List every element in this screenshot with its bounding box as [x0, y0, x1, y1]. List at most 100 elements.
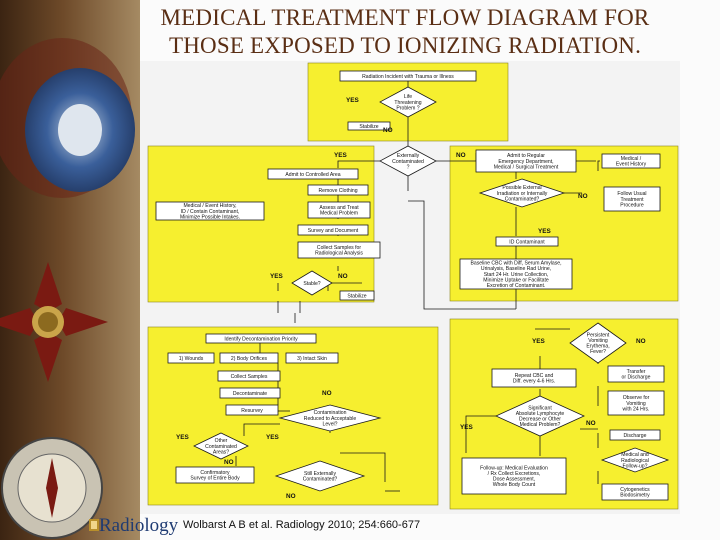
observe-vomiting-shape — [607, 390, 665, 416]
no-label: NO — [338, 273, 348, 280]
still-contaminated-label: Contaminated? — [303, 477, 338, 483]
confirmatory-shape — [175, 466, 255, 484]
contamination-reduced-label: Level? — [322, 421, 337, 427]
history-left-shape — [155, 201, 265, 221]
connector-line — [597, 160, 600, 171]
externally-contaminated-shape — [379, 145, 437, 177]
persistent-vomiting-label: Vomiting — [588, 338, 608, 344]
identify-priority-node: Identify Decontamination Priority — [205, 333, 317, 344]
title-line-2: THOSE EXPOSED TO IONIZING RADIATION. — [168, 33, 642, 58]
cross-medal — [0, 262, 108, 382]
other-areas-shape — [193, 432, 249, 460]
repeat-cbc-shape — [491, 368, 577, 388]
compass-decoration — [1, 437, 103, 539]
life-threatening-label: Life — [404, 94, 412, 100]
no-label: NO — [383, 127, 393, 134]
history-right-node: Medical /Event History — [601, 153, 661, 169]
baseline-label: Start 24 Hr. Urine Collection, — [484, 272, 549, 278]
connector-line — [243, 423, 280, 436]
med-rad-followup-label: Radiological — [621, 458, 649, 464]
collect-samples-rad-shape — [297, 241, 381, 259]
observe-vomiting-label: Observe for — [623, 395, 650, 401]
citation: Wolbarst A B et al. Radiology 2010; 254:… — [183, 519, 421, 531]
collect-samples-node: Collect Samples — [217, 370, 281, 382]
med-rad-followup-shape — [600, 447, 670, 473]
body-orifices-node: 2) Body Orifices — [219, 352, 279, 364]
significant-decrease-label: Significant — [528, 405, 552, 411]
followup-eval-shape — [461, 457, 567, 495]
intact-skin-node: 3) Intact Skin — [285, 352, 339, 364]
other-areas-label: Areas? — [213, 449, 229, 455]
yes-label: YES — [176, 434, 190, 441]
body-orifices-shape — [219, 352, 279, 364]
decontaminate-label: Decontaminate — [233, 391, 267, 397]
still-contaminated-label: Still Externally — [304, 471, 336, 477]
history-left-label: ID / Contain Contaminant, — [181, 209, 240, 215]
no-label: NO — [578, 193, 588, 200]
stabilize-mid-shape — [339, 290, 375, 301]
stabilize-mid-node: Stabilize — [339, 290, 375, 301]
possible-external-shape — [478, 178, 566, 208]
baseline-shape — [459, 258, 573, 290]
intact-skin-shape — [285, 352, 339, 364]
remove-clothing-label: Remove Clothing — [318, 188, 357, 194]
observe-vomiting-label: with 24 Hrs. — [623, 406, 650, 412]
med-rad-followup-label: Medical and — [621, 452, 649, 458]
med-rad-followup-label: Follow-up? — [623, 463, 648, 469]
resurvey-shape — [225, 404, 279, 416]
follow-usual-shape — [603, 186, 661, 212]
externally-contaminated-label: Contaminated — [392, 159, 424, 165]
id-contaminant-shape — [495, 236, 559, 247]
still-contaminated-shape — [274, 460, 366, 492]
baseline-label: Excretion of Contaminant. — [487, 283, 546, 289]
baseline-label: Urinalysis, Baseline Rad Urine, — [481, 266, 551, 272]
stabilize-top-node: Stabilize — [347, 121, 391, 131]
admit-regular-shape — [475, 149, 577, 173]
identify-priority-shape — [205, 333, 317, 344]
intact-skin-label: 3) Intact Skin — [297, 356, 327, 362]
life-threatening-label: Threatening — [394, 100, 421, 106]
yes-label: YES — [532, 338, 546, 345]
cytogenetics-shape — [601, 483, 669, 501]
discharge-shape — [609, 429, 661, 441]
incident-label: Radiation Incident with Trauma or Illnes… — [362, 74, 454, 80]
remove-clothing-node: Remove Clothing — [307, 184, 369, 196]
admit-controlled-node: Admit to Controlled Area — [267, 168, 359, 180]
follow-usual-label: Follow Usual — [617, 191, 646, 197]
yes-label: YES — [460, 424, 474, 431]
discharge-node: Discharge — [609, 429, 661, 441]
observe-vomiting-label: Vomiting — [626, 401, 646, 407]
no-label: NO — [636, 338, 646, 345]
confirmatory-label: Confirmatory — [200, 470, 230, 476]
no-label: NO — [586, 420, 596, 427]
admit-regular-label: Medical / Surgical Treatment — [494, 164, 559, 170]
history-right-label: Medical / — [621, 156, 642, 162]
transfer-label: or Discharge — [622, 375, 651, 381]
other-areas-label: Contaminated — [205, 444, 237, 450]
survey-document-node: Survey and Document — [297, 224, 369, 236]
stabilize-top-label: Stabilize — [359, 124, 378, 130]
ribbon-rosette — [0, 38, 135, 198]
contamination-reduced-shape — [278, 404, 382, 432]
history-left-label: Minimize Possible Intakes. — [180, 214, 240, 220]
history-left-label: Medical / Event History, — [183, 203, 236, 209]
nodes-layer: Radiation Incident with Trauma or Illnes… — [155, 70, 670, 501]
connector-line — [337, 160, 380, 168]
persistent-vomiting-label: Fever? — [590, 349, 606, 355]
followup-eval-label: Dose Assessment, — [493, 477, 535, 483]
admit-controlled-shape — [267, 168, 359, 180]
decontaminate-shape — [219, 387, 281, 399]
decontaminate-node: Decontaminate — [219, 387, 281, 399]
baseline-node: Baseline CBC with Diff, Serum Amylase,Ur… — [459, 258, 573, 290]
yes-label: YES — [334, 152, 348, 159]
connector-line — [408, 200, 516, 310]
